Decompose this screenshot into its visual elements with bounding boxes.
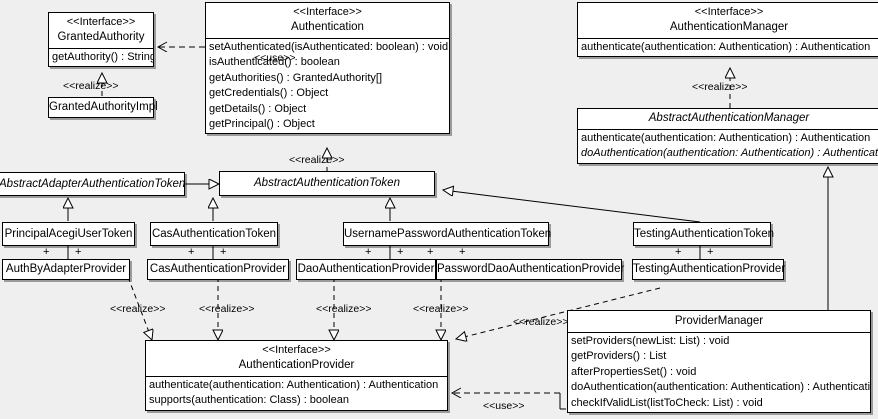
multiplicity-userpass-token-left: + — [365, 246, 372, 258]
member-pm-get-providers: getProviders() : List — [571, 350, 667, 363]
class-name-principal-acegi-user-token: PrincipalAcegiUserToken — [4, 228, 133, 240]
multiplicity-principal-token-right: + — [75, 246, 82, 258]
class-abstract-authentication-token[interactable]: AbstractAuthenticationToken — [219, 171, 435, 196]
stereotype-authentication-provider: <<Interface>> — [262, 344, 331, 356]
class-username-password-authentication-token[interactable]: UsernamePasswordAuthenticationToken — [343, 222, 552, 246]
class-name-abstract-adapter-authentication-token: AbstractAdapterAuthenticationToken — [0, 178, 186, 190]
member-set-authenticated: setAuthenticated(isAuthenticated: boolea… — [209, 41, 449, 53]
member-ap-supports: supports(authentication: Class) : boolea… — [149, 394, 349, 407]
class-testing-authentication-token[interactable]: TestingAuthenticationToken — [633, 222, 775, 246]
class-name-authentication-manager: AuthenticationManager — [669, 21, 789, 33]
member-pm-after-properties-set: afterPropertiesSet() : void — [571, 365, 697, 378]
class-authentication-manager[interactable]: <<Interface>> AuthenticationManager auth… — [577, 2, 878, 58]
member-is-authenticated: isAuthenticated() : boolean — [209, 56, 340, 69]
class-abstract-authentication-manager[interactable]: AbstractAuthenticationManager authentica… — [577, 108, 878, 164]
multiplicity-testing-token-left: + — [675, 246, 682, 258]
member-ap-authenticate: authenticate(authentication: Authenticat… — [149, 379, 439, 391]
divider-provider-manager — [568, 332, 870, 333]
class-name-auth-by-adapter-provider: AuthByAdapterProvider — [5, 263, 127, 275]
class-auth-by-adapter-provider[interactable]: AuthByAdapterProvider — [2, 259, 130, 280]
divider-granted-authority — [49, 48, 153, 49]
member-am-authenticate: authenticate(authentication: Authenticat… — [581, 41, 871, 53]
members-authentication-manager: authenticate(authentication: Authenticat… — [578, 39, 878, 56]
members-abstract-authentication-manager: authenticate(authentication: Authenticat… — [578, 130, 878, 163]
member-aam-do-authentication: doAuthentication(authentication: Authent… — [581, 147, 878, 160]
class-header-granted-authority: <<Interface>> GrantedAuthority — [49, 13, 153, 48]
stereotype-authentication: <<Interface>> — [293, 6, 362, 18]
label-realize-auth-by-adapter-provider: <<realize>> — [110, 303, 166, 315]
class-header-abstract-authentication-manager: AbstractAuthenticationManager — [578, 109, 878, 129]
class-name-cas-authentication-provider: CasAuthenticationProvider — [149, 263, 287, 275]
class-cas-authentication-provider[interactable]: CasAuthenticationProvider — [147, 259, 289, 280]
label-use-provider-manager: <<use>> — [483, 400, 525, 412]
members-authentication: setAuthenticated(isAuthenticated: boolea… — [206, 39, 449, 133]
label-realize-password-dao-authentication-provider: <<realize>> — [413, 303, 469, 315]
member-pm-do-authentication: doAuthentication(authentication: Authent… — [571, 381, 870, 394]
members-authentication-provider: authenticate(authentication: Authenticat… — [146, 377, 447, 410]
class-name-granted-authority: GrantedAuthority — [57, 31, 145, 43]
class-dao-authentication-provider[interactable]: DaoAuthenticationProvider — [296, 259, 436, 280]
label-use-authentication-granted-authority: <<use>> — [254, 52, 296, 64]
multiplicity-principal-token-left: + — [43, 246, 50, 258]
label-realize-abstract-authentication-manager: <<realize>> — [692, 81, 748, 93]
multiplicity-userpass-token-right: + — [397, 246, 404, 258]
class-granted-authority[interactable]: <<Interface>> GrantedAuthority getAuthor… — [48, 12, 154, 68]
member-aam-authenticate: authenticate(authentication: Authenticat… — [581, 132, 871, 144]
member-get-credentials: getCredentials() : Object — [209, 87, 329, 100]
class-name-testing-authentication-token: TestingAuthenticationToken — [634, 228, 775, 240]
member-get-principal: getPrincipal() : Object — [209, 118, 315, 131]
class-name-abstract-authentication-token: AbstractAuthenticationToken — [254, 177, 400, 189]
class-name-password-dao-authentication-provider: PasswordDaoAuthenticationProvider — [437, 263, 625, 275]
stereotype-authentication-manager: <<Interface>> — [694, 6, 764, 18]
class-name-authentication-provider: AuthenticationProvider — [238, 359, 355, 371]
member-get-authority: getAuthority() : String — [52, 51, 153, 63]
multiplicity-cas-token-right: + — [220, 246, 227, 258]
members-granted-authority: getAuthority() : String — [49, 49, 153, 66]
label-realize-granted-authority-impl: <<realize>> — [63, 80, 119, 92]
class-cas-authentication-token[interactable]: CasAuthenticationToken — [150, 222, 278, 246]
multiplicity-cas-token-left: + — [188, 246, 195, 258]
class-provider-manager[interactable]: ProviderManager setProviders(newList: Li… — [567, 310, 871, 414]
class-granted-authority-impl[interactable]: GrantedAuthorityImpl — [48, 97, 158, 118]
class-password-dao-authentication-provider[interactable]: PasswordDaoAuthenticationProvider — [436, 259, 625, 280]
member-pm-set-providers: setProviders(newList: List) : void — [571, 335, 730, 347]
multiplicity-testing-token-right: + — [707, 246, 714, 258]
member-get-authorities: getAuthorities() : GrantedAuthority[] — [209, 71, 383, 84]
class-name-authentication: Authentication — [291, 21, 364, 33]
label-realize-abstract-authentication-token: <<realize>> — [289, 154, 345, 166]
class-header-authentication-provider: <<Interface>> AuthenticationProvider — [146, 341, 447, 376]
label-realize-cas-authentication-provider: <<realize>> — [199, 303, 255, 315]
member-get-details: getDetails() : Object — [209, 102, 307, 115]
class-header-provider-manager: ProviderManager — [568, 311, 870, 332]
divider-abstract-authentication-manager — [578, 129, 878, 130]
class-testing-authentication-provider[interactable]: TestingAuthenticationProvider — [632, 259, 786, 280]
members-provider-manager: setProviders(newList: List) : void getPr… — [568, 333, 870, 412]
class-authentication-provider[interactable]: <<Interface>> AuthenticationProvider aut… — [145, 340, 448, 411]
class-header-authentication: <<Interface>> Authentication — [206, 3, 449, 38]
divider-authentication-provider — [146, 376, 447, 377]
stereotype-granted-authority: <<Interface>> — [66, 16, 136, 28]
class-name-username-password-authentication-token: UsernamePasswordAuthenticationToken — [344, 228, 552, 240]
label-realize-testing-authentication-provider: <<realize>> — [513, 316, 569, 328]
class-name-dao-authentication-provider: DaoAuthenticationProvider — [297, 263, 435, 275]
multiplicity-userpass-token-left2: + — [427, 246, 434, 258]
divider-authentication-manager — [578, 38, 878, 39]
class-name-cas-authentication-token: CasAuthenticationToken — [151, 228, 277, 240]
member-pm-check-if-valid-list: checkIfValidList(listToCheck: List) : vo… — [571, 396, 763, 409]
class-name-testing-authentication-provider: TestingAuthenticationProvider — [633, 263, 786, 275]
multiplicity-userpass-token-right2: + — [459, 246, 466, 258]
class-name-granted-authority-impl: GrantedAuthorityImpl — [49, 101, 158, 113]
class-principal-acegi-user-token[interactable]: PrincipalAcegiUserToken — [2, 222, 135, 246]
class-abstract-adapter-authentication-token[interactable]: AbstractAdapterAuthenticationToken — [0, 172, 185, 196]
divider-authentication — [206, 38, 449, 39]
class-name-abstract-authentication-manager: AbstractAuthenticationManager — [648, 112, 810, 124]
label-realize-dao-authentication-provider: <<realize>> — [316, 303, 372, 315]
class-authentication[interactable]: <<Interface>> Authentication setAuthenti… — [205, 2, 450, 135]
class-header-authentication-manager: <<Interface>> AuthenticationManager — [578, 3, 878, 38]
class-name-provider-manager: ProviderManager — [674, 315, 764, 327]
